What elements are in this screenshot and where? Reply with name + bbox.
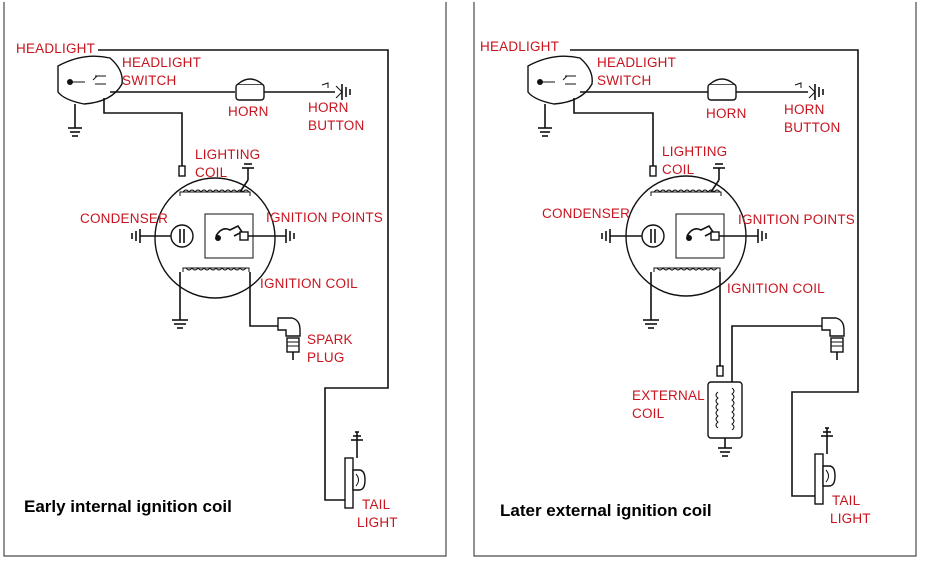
- condenser-label: CONDENSER: [80, 211, 169, 226]
- spark-plug-icon: [821, 317, 845, 360]
- ht-lead: [249, 272, 280, 327]
- main-wire: [98, 49, 389, 501]
- tail-light-label: TAIL: [362, 497, 391, 512]
- wiring-diagram-early: [3, 2, 447, 557]
- headlight-icon: [527, 55, 593, 137]
- magneto-icon: [625, 175, 747, 297]
- horn-button-label: BUTTON: [308, 118, 365, 133]
- panel-frame: [473, 2, 917, 557]
- magneto-icon: [154, 177, 276, 299]
- main-wire: [570, 49, 859, 497]
- external-coil-icon: [707, 381, 743, 457]
- horn-label: HORN: [228, 104, 269, 119]
- ground-icon: [713, 163, 725, 180]
- horn-button-label: HORN: [784, 102, 825, 117]
- spark-plug-label: PLUG: [307, 350, 345, 365]
- ground-icon: [172, 272, 188, 329]
- ignition-points-label: IGNITION POINTS: [266, 210, 384, 225]
- ignition-points-label: IGNITION POINTS: [738, 212, 856, 227]
- diagram-panel-later: HEADLIGHT HEADLIGHT SWITCH HORN HORN BUT…: [470, 0, 927, 560]
- ground-icon: [643, 272, 659, 329]
- horn-button-label: HORN: [308, 100, 349, 115]
- ignition-coil-label: IGNITION COIL: [260, 276, 358, 291]
- tail-light-icon: [814, 427, 836, 505]
- spark-plug-icon: [277, 317, 301, 360]
- horn-button-icon: [794, 82, 824, 100]
- tail-light-label: LIGHT: [830, 511, 871, 526]
- headlight-switch-label: SWITCH: [122, 73, 177, 88]
- diagram-panel-early: HEADLIGHT HEADLIGHT SWITCH HORN HORN BUT…: [0, 0, 450, 560]
- condenser-label: CONDENSER: [542, 206, 631, 221]
- headlight-icon: [57, 55, 123, 137]
- external-coil-label: COIL: [632, 406, 665, 421]
- ground-icon: [131, 229, 171, 243]
- lighting-coil-wire: [103, 98, 183, 166]
- tail-light-icon: [344, 431, 366, 509]
- diagram-caption: Early internal ignition coil: [24, 497, 232, 516]
- lighting-coil-label: LIGHTING: [195, 147, 261, 162]
- ground-icon: [248, 229, 295, 243]
- ground-icon: [242, 163, 254, 180]
- tail-light-label: LIGHT: [357, 515, 398, 530]
- diagram-caption: Later external ignition coil: [500, 501, 712, 520]
- horn-icon: [707, 78, 737, 101]
- headlight-switch-label: HEADLIGHT: [122, 55, 202, 70]
- lighting-coil-wire: [573, 98, 654, 166]
- lighting-coil-label: COIL: [662, 162, 695, 177]
- ground-icon: [719, 229, 767, 243]
- panel-frame: [3, 2, 447, 557]
- horn-button-icon: [321, 82, 351, 100]
- headlight-switch-label: HEADLIGHT: [597, 55, 677, 70]
- ht-lead: [731, 325, 822, 382]
- ground-icon: [601, 229, 642, 243]
- ignition-coil-label: IGNITION COIL: [727, 281, 825, 296]
- connector-icon: [716, 365, 724, 377]
- horn-button-label: BUTTON: [784, 120, 841, 135]
- connector-icon: [649, 165, 657, 177]
- wiring-diagram-later: [473, 2, 917, 557]
- spark-plug-label: SPARK: [307, 332, 353, 347]
- tail-light-label: TAIL: [832, 493, 861, 508]
- headlight-switch-label: SWITCH: [597, 73, 652, 88]
- lighting-coil-label: LIGHTING: [662, 144, 728, 159]
- horn-label: HORN: [706, 106, 747, 121]
- external-coil-label: EXTERNAL: [632, 388, 705, 403]
- connector-icon: [178, 165, 186, 177]
- headlight-label: HEADLIGHT: [16, 41, 96, 56]
- headlight-label: HEADLIGHT: [480, 39, 560, 54]
- lighting-coil-label: COIL: [195, 165, 228, 180]
- horn-icon: [235, 78, 265, 101]
